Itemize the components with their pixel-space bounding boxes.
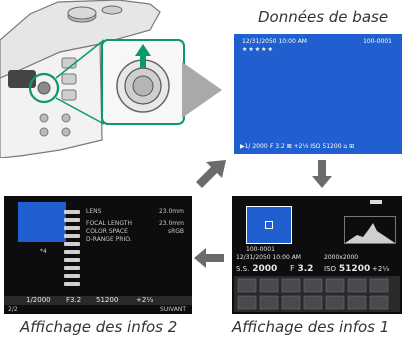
info2-row-2 [64, 218, 80, 222]
info2-dr-label: D-RANGE PRIO. [86, 236, 132, 243]
info2-row-8 [64, 266, 80, 270]
info1-iso-label: ISO [324, 265, 337, 273]
basic-data-screen: 12/31/2050 10:00 AM 100-0001 ★★★★★ ▶1/ 2… [234, 34, 402, 154]
info2-row-6 [64, 250, 80, 254]
info2-color-value: sRGB [167, 228, 184, 235]
info2-focal-value: 23.0mm [158, 220, 184, 227]
info1-aperture-label: F [290, 264, 295, 273]
diagonal-up-right-arrow-icon [196, 160, 226, 192]
info2-row-10 [64, 282, 80, 286]
basic-frame-number: 100-0001 [363, 38, 392, 45]
info2-color-label: COLOR SPACE [86, 228, 128, 235]
down-arrow-icon [312, 160, 332, 192]
info1-shutter: S.S. 2000 [236, 264, 277, 274]
info1-shutter-label: S.S. [236, 265, 250, 273]
info2-row-5 [64, 242, 80, 246]
info1-aperture-value: 3.2 [297, 264, 314, 274]
info2-bottom-bar: 1/2000 F3.2 51200 +2⅓ [4, 296, 192, 305]
camera-illustration [0, 0, 198, 159]
right-arrow-icon [182, 62, 222, 122]
info1-datetime: 12/31/2050 10:00 AM [236, 254, 301, 261]
basic-bottom-bar: ▶1/ 2000 ₣ 3.2 ⊠ +2⅓ ISO 51200 ⌂ ⊞ [240, 143, 355, 150]
info2-lens-value: 23.0mm [158, 208, 184, 215]
info2-bottom-ev: +2⅓ [136, 296, 154, 304]
basic-rating-stars: ★★★★★ [242, 46, 274, 53]
info1-ev: +2⅓ [372, 265, 390, 273]
info2-bottom-iso: 51200 [96, 296, 119, 304]
caption-basic-data: Données de base [258, 8, 389, 26]
info2-row-1 [64, 210, 80, 214]
info1-image-size: 2000x2000 [324, 254, 359, 261]
info1-shutter-value: 2000 [252, 264, 278, 274]
basic-datetime: 12/31/2050 10:00 AM [242, 38, 307, 45]
caption-info-display-2: Affichage des infos 2 [20, 318, 178, 336]
info1-frame-number: 100-0001 [246, 246, 275, 253]
info2-row-7 [64, 258, 80, 262]
info2-thumbnail [18, 202, 66, 242]
info1-histogram [344, 216, 396, 244]
info2-row-9 [64, 274, 80, 278]
info1-iso-value: 51200 [338, 264, 371, 274]
info2-bottom-shutter: 1/2000 [26, 296, 51, 304]
info1-iso: ISO 51200 [324, 264, 370, 274]
battery-icon [370, 200, 382, 204]
info2-bottom-aperture: F3.2 [66, 296, 82, 304]
info2-next-label: SUIVANT [160, 306, 186, 313]
info2-lens-label: LENS [86, 208, 102, 215]
left-arrow-icon [194, 248, 224, 272]
info2-star-mark: *4 [40, 248, 47, 255]
caption-info-display-1: Affichage des infos 1 [232, 318, 390, 336]
info2-focal-label: FOCAL LENGTH [86, 220, 132, 227]
info2-row-4 [64, 234, 80, 238]
info2-page-indicator: 2/2 [8, 306, 18, 313]
info-display-1-screen: 100-0001 12/31/2050 10:00 AM 2000x2000 S… [232, 196, 402, 314]
info-display-2-screen: *4 LENS FOCAL LENGTH COLOR SPACE D-RANGE… [4, 196, 192, 314]
info1-settings-grid [234, 276, 400, 312]
info1-thumbnail [246, 206, 292, 244]
info1-aperture: F 3.2 [290, 264, 313, 274]
info2-row-3 [64, 226, 80, 230]
